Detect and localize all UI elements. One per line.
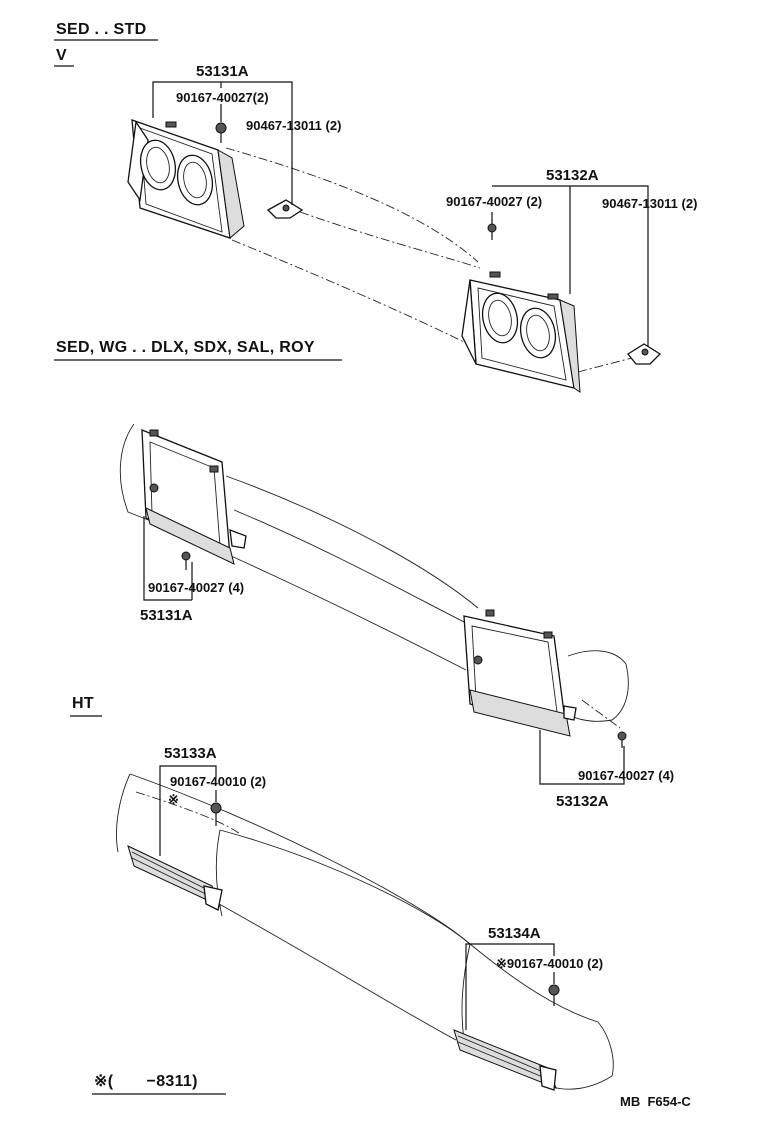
label-90467-13011: 90467-13011 (2) xyxy=(602,196,697,211)
leader-line xyxy=(152,81,293,205)
grille-outline xyxy=(231,239,471,346)
screw-icon xyxy=(548,984,560,1006)
footnote: ※( −8311) xyxy=(94,1073,198,1090)
grille-outline xyxy=(215,829,223,917)
label-53131A: 53131A xyxy=(196,63,249,80)
grille-outline xyxy=(577,357,633,373)
grille-outline xyxy=(225,475,479,609)
label-90167-40027: 90167-40027 (4) xyxy=(148,580,244,595)
grille-outline xyxy=(469,943,599,1023)
leader-line xyxy=(569,185,649,346)
headlamp-garnish-right xyxy=(453,1029,557,1091)
screw-icon xyxy=(487,223,497,240)
label-90167-40027: 90167-40027(2) xyxy=(176,90,269,105)
label-90167-40010: 90167-40010 (2) xyxy=(170,774,266,789)
headlamp-door-left xyxy=(127,119,245,239)
label-53134A: 53134A xyxy=(488,925,541,942)
grille-outline xyxy=(581,699,621,729)
label-90167-40027: 90167-40027 (2) xyxy=(446,194,542,209)
grille-outline xyxy=(225,147,479,263)
leader-line xyxy=(465,943,555,1030)
grille-outline xyxy=(219,829,471,945)
section-header-sed-std: SED . . STD xyxy=(56,21,146,38)
leader-line xyxy=(143,516,192,601)
section-ht: HT 53133A 90167-40010 (2) ※ xyxy=(70,695,614,1091)
leader-line xyxy=(539,730,625,785)
screw-icon xyxy=(210,802,222,826)
grille-outline xyxy=(233,509,471,626)
section-header-sed-wg: SED, WG . . DLX, SDX, SAL, ROY xyxy=(56,339,315,356)
label-53132A: 53132A xyxy=(546,167,599,184)
clip-icon xyxy=(627,343,662,365)
grille-outline xyxy=(129,773,471,945)
screw-icon xyxy=(181,551,191,570)
label-53133A: 53133A xyxy=(164,745,217,762)
grille-outline xyxy=(549,1021,614,1090)
headlamp-garnish-left xyxy=(127,845,223,911)
headlamp-door-right xyxy=(463,609,577,737)
clip-icon xyxy=(266,199,304,219)
section-header-ht: HT xyxy=(72,695,94,712)
label-90167-40010: ※90167-40010 (2) xyxy=(496,956,603,971)
grille-outline xyxy=(135,791,241,835)
grille-outline xyxy=(565,650,629,722)
headlamp-door-left xyxy=(141,429,247,565)
section-sed-std: SED . . STD V xyxy=(54,21,697,393)
section-header-v: V xyxy=(56,47,67,64)
grille-outline xyxy=(461,943,471,1041)
label-53132A: 53132A xyxy=(556,793,609,810)
label-53131A: 53131A xyxy=(140,607,193,624)
section-sed-wg: SED, WG . . DLX, SDX, SAL, ROY 90167-400… xyxy=(54,339,674,810)
grille-outline xyxy=(116,773,131,853)
screw-icon xyxy=(617,731,627,748)
leader-line xyxy=(159,765,217,856)
figure-code: MB F654-C xyxy=(620,1094,691,1109)
note-mark: ※ xyxy=(168,792,179,807)
grille-outline xyxy=(211,899,457,1041)
headlamp-door-right xyxy=(461,271,581,393)
grille-outline xyxy=(299,211,481,269)
label-90467-13011: 90467-13011 (2) xyxy=(246,118,341,133)
screw-icon xyxy=(215,122,227,143)
label-90167-40027: 90167-40027 (4) xyxy=(578,768,674,783)
